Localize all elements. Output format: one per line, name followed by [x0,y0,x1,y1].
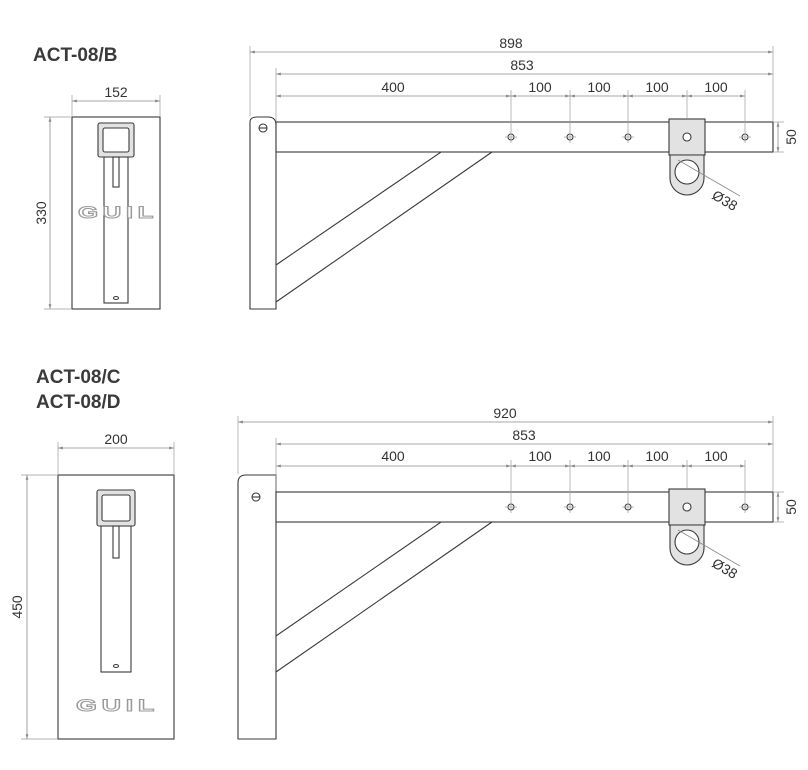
top-spacing-2-dim: 100 [587,79,611,95]
bottom-overall-length-dim: 920 [493,405,517,421]
bottom-spacing-2-dim: 100 [587,448,611,464]
top-plate-width-dim: 152 [104,84,128,100]
top-diameter-dim: Ø38 [710,187,741,214]
top-front-view: GUIL 152 330 [33,84,161,310]
bottom-diagonal-brace [275,521,494,673]
bottom-logo: GUIL [76,696,159,715]
top-spacing-3-dim: 100 [645,79,669,95]
bottom-plate-width-dim: 200 [104,431,128,447]
bottom-side-view: Ø38 920 853 400 100 100 100 100 50 [237,405,799,740]
top-mount-hole [112,295,120,301]
bottom-arm-length-dim: 853 [512,427,536,443]
bottom-spacing-4-dim: 100 [704,448,728,464]
bottom-front-view: GUIL 200 450 [9,431,175,740]
top-logo: GUIL [78,203,158,222]
top-diagonal-brace [275,151,494,303]
top-overall-length-dim: 898 [499,35,523,51]
bottom-arm-holes [505,501,751,513]
top-spacing-4-dim: 100 [704,79,728,95]
top-spacing-1-dim: 100 [528,79,552,95]
top-arm-length-dim: 853 [510,57,534,73]
bottom-spacing-3-dim: 100 [645,448,669,464]
top-plate-height-dim: 330 [33,201,49,225]
bottom-plate-height-dim: 450 [9,595,25,619]
top-section-height-dim: 50 [783,129,799,145]
bottom-mount-hole [112,663,120,669]
model-label-bottom-2: ACT-08/D [36,392,120,413]
bottom-diameter-dim: Ø38 [710,555,741,582]
model-label-bottom-1: ACT-08/C [36,367,121,388]
top-sliding-clamp [668,118,706,196]
top-side-wall-plate [249,116,277,310]
top-first-hole-dim: 400 [381,79,405,95]
bottom-first-hole-dim: 400 [381,448,405,464]
bottom-section-height-dim: 50 [783,499,799,515]
top-side-view: Ø38 898 853 400 100 100 100 100 50 [249,35,799,310]
bottom-side-wall-plate [237,474,277,740]
bottom-spacing-1-dim: 100 [528,448,552,464]
model-label-top: ACT-08/B [33,45,117,66]
bottom-sliding-clamp [668,488,706,566]
top-arm-holes [505,131,751,143]
